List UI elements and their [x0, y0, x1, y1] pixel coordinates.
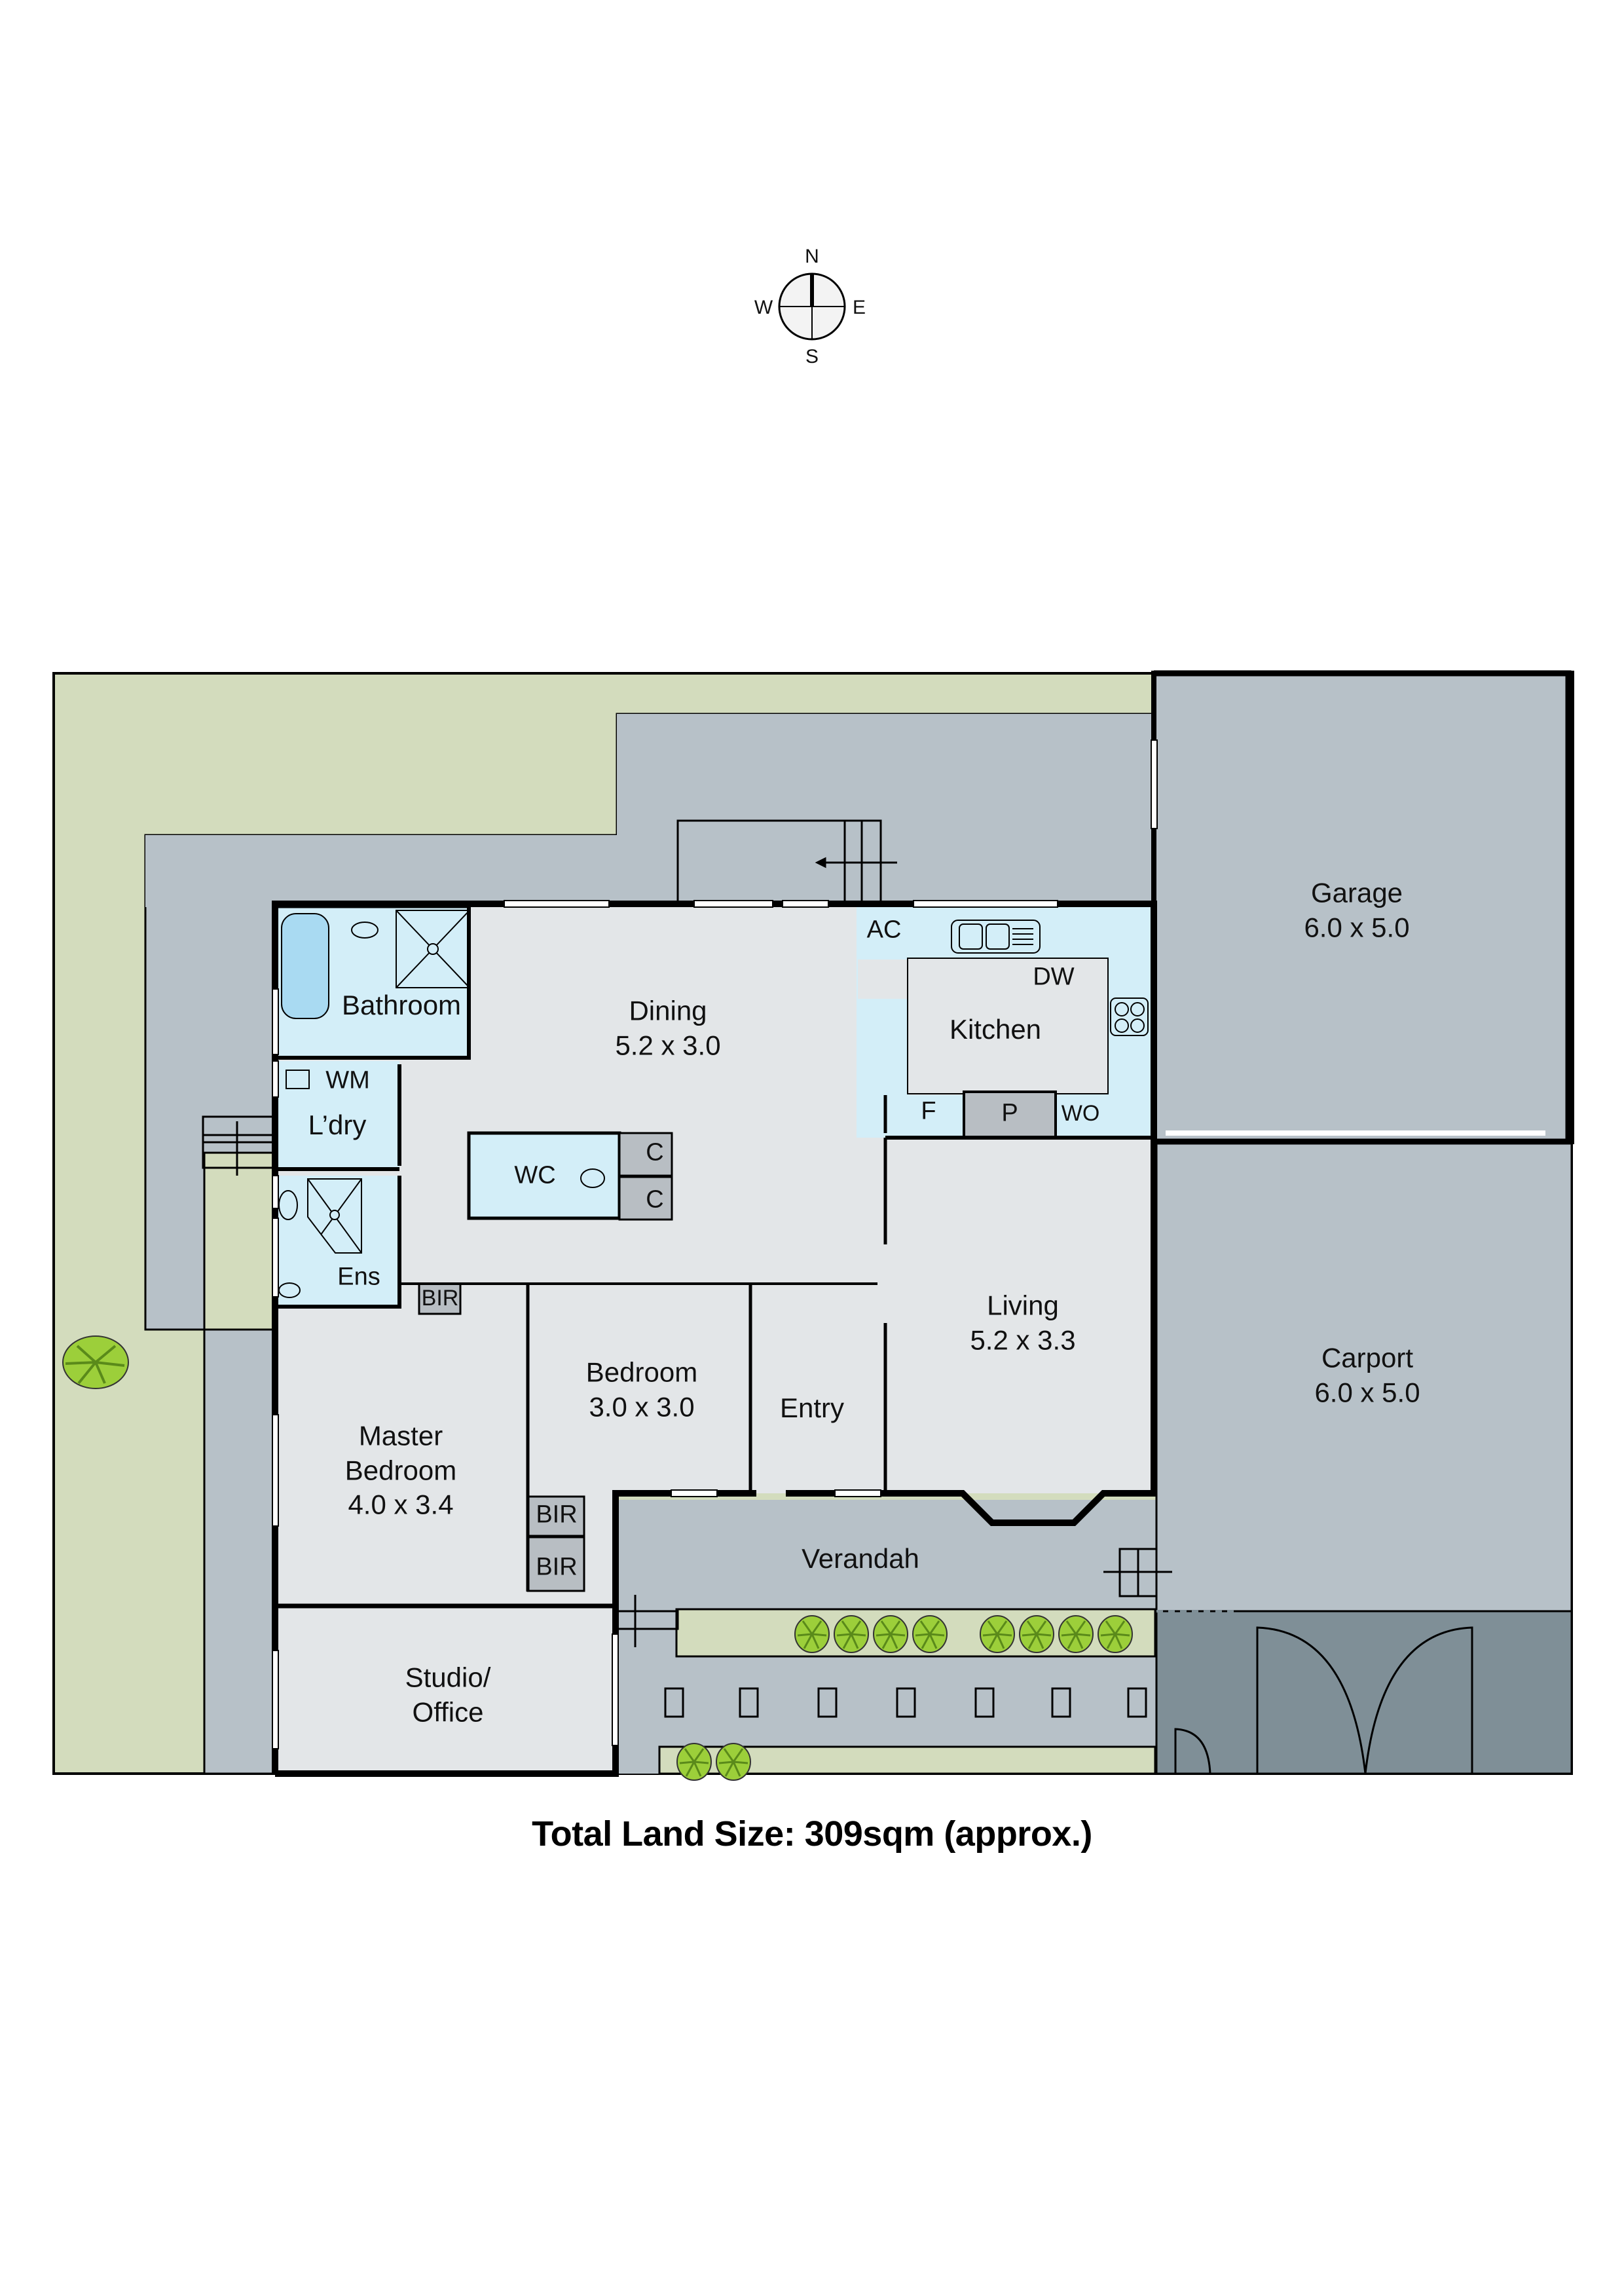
room-label-kitchen: Kitchen: [949, 1013, 1042, 1045]
compass-north-label: N: [805, 246, 819, 267]
label-bir-master-2: BIR: [536, 1553, 578, 1581]
label-ac: AC: [866, 916, 902, 944]
ensuite-shower-icon: [307, 1178, 362, 1254]
steps-carport: [1103, 1548, 1172, 1597]
room-label-cupboard-1: C: [646, 1138, 664, 1166]
kitchen-sink-icon: [951, 920, 1041, 954]
wc-toilet-icon: [580, 1168, 605, 1188]
label-bir-master-1: BIR: [536, 1501, 578, 1529]
compass-south-label: S: [805, 346, 819, 367]
compass-icon: [778, 272, 846, 341]
garage-area: [1151, 671, 1574, 1144]
room-label-verandah: Verandah: [802, 1542, 919, 1574]
room-label-cupboard-2: C: [646, 1185, 664, 1214]
room-label-ensuite: Ens: [337, 1263, 380, 1291]
carport-area: [1155, 1130, 1573, 1775]
land-size-caption: Total Land Size: 309sqm (approx.): [532, 1814, 1092, 1854]
label-dishwasher: DW: [1033, 963, 1075, 991]
tree-icon: [62, 1335, 129, 1389]
label-fridge: F: [921, 1097, 936, 1125]
room-label-laundry: L’dry: [308, 1109, 367, 1140]
label-pantry: P: [1001, 1099, 1018, 1127]
room-label-studio-office: Studio/Office: [405, 1662, 491, 1728]
room-label-entry: Entry: [779, 1392, 845, 1423]
windows: [272, 739, 1158, 1749]
compass-west-label: W: [754, 297, 773, 318]
bathtub-icon: [281, 913, 329, 1019]
basin-icon: [351, 922, 378, 939]
label-wall-oven: WO: [1061, 1100, 1100, 1126]
verandah-posts: [664, 1687, 1147, 1718]
room-label-bathroom: Bathroom: [341, 989, 462, 1020]
room-label-wc: WC: [514, 1161, 556, 1189]
washing-machine-icon: [286, 1070, 310, 1089]
room-label-wm: WM: [325, 1066, 370, 1094]
compass-east-label: E: [852, 297, 866, 318]
cooktop-icon: [1110, 997, 1149, 1036]
cupboards: [418, 1091, 1057, 1592]
label-bir-hall: BIR: [421, 1285, 459, 1311]
